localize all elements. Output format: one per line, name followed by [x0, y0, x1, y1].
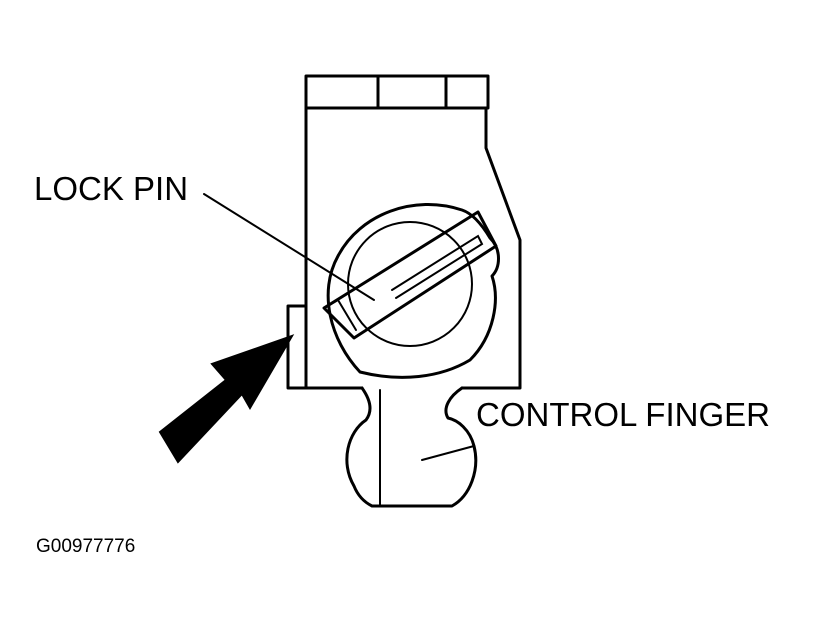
control-finger [345, 386, 478, 508]
lock-pin-slot [391, 234, 484, 299]
lock-pin-end [323, 298, 357, 331]
pin-boss [326, 203, 500, 379]
lock-pin-leader [203, 193, 375, 301]
figure-id: G00977776 [36, 536, 135, 557]
side-flange [286, 304, 308, 390]
control-finger-leader [421, 445, 475, 461]
control-finger-label: CONTROL FINGER [476, 396, 770, 433]
top-cap [304, 74, 490, 110]
lock-pin-label: LOCK PIN [34, 170, 188, 207]
lock-pin [322, 210, 498, 340]
pin-bore [347, 221, 473, 347]
direction-arrow [158, 334, 295, 464]
